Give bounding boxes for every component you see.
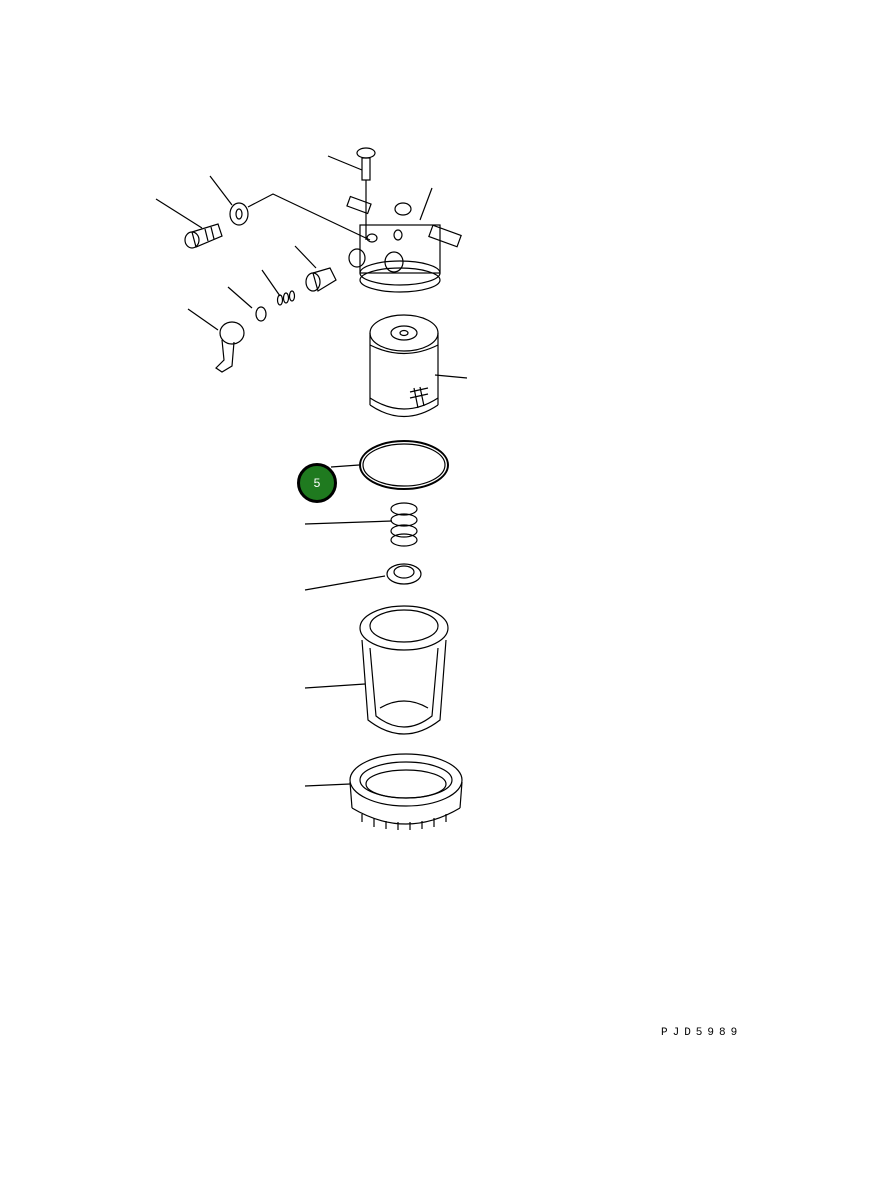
lever-part	[215, 321, 245, 373]
ring-part	[386, 563, 422, 585]
spring-part	[390, 502, 418, 547]
drawing-code: PJD5989	[661, 1027, 743, 1039]
ball-part	[255, 306, 267, 322]
plug-part	[305, 267, 337, 292]
bolt-part	[184, 223, 223, 249]
filter-element-part	[369, 314, 439, 417]
washer-part	[229, 202, 249, 226]
screw-part	[356, 147, 376, 240]
bowl-part	[359, 605, 449, 735]
retaining-ring-part	[349, 753, 463, 830]
filter-head-part	[346, 195, 462, 293]
callout-badge-5[interactable]: 5	[297, 463, 337, 503]
callout-label: 5	[313, 476, 321, 490]
leader-lines	[155, 155, 468, 787]
small-spring-part	[276, 290, 296, 306]
o-ring-part	[359, 440, 449, 490]
